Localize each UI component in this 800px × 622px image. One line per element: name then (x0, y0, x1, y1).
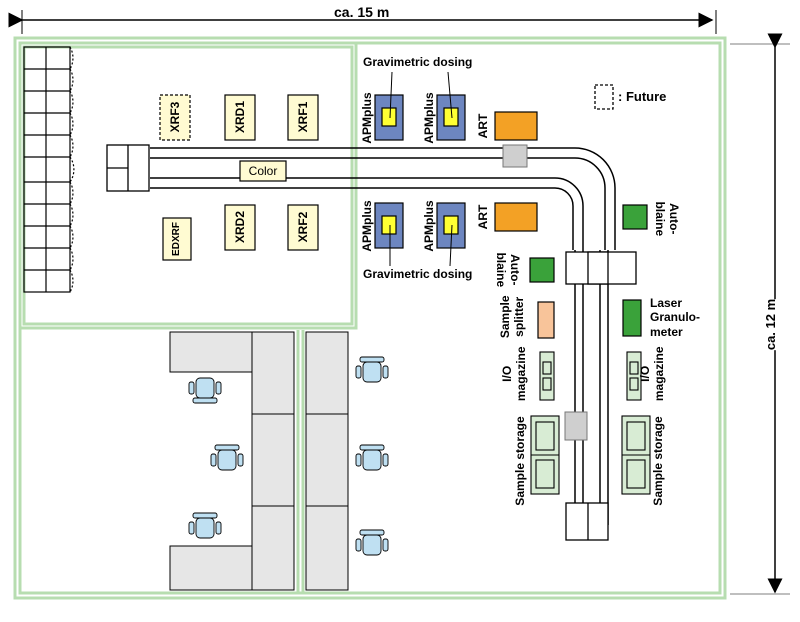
autoblaine-right-label: Auto- blaine (653, 201, 681, 237)
xrf1-label: XRF1 (296, 101, 310, 133)
apm-label-3: APMplus (360, 200, 374, 252)
xrf3-box (159, 94, 191, 141)
xrf2-label: XRF2 (296, 211, 310, 243)
conveyor-robot-top (502, 144, 528, 168)
art-label-bottom: ART (476, 204, 490, 230)
xrd2-label: XRD2 (233, 211, 247, 244)
gravimetric-dosing-bottom-label: Gravimetric dosing (363, 267, 473, 281)
io-magazine-left-label: I/O magazine (500, 346, 528, 402)
art-unit-top (494, 111, 538, 141)
sample-splitter (537, 301, 555, 339)
laser-granulometer-label: Laser Granulo- meter (650, 296, 700, 339)
future-legend-label: : Future (618, 89, 667, 104)
height-dimension-label: ca. 12 m (763, 298, 779, 351)
autoblaine-left (529, 257, 555, 283)
gravimetric-pointers (389, 71, 453, 267)
apm-label-4: APMplus (422, 200, 436, 252)
art-unit-bottom (494, 202, 538, 232)
color-box (239, 160, 287, 182)
gravimetric-dosing-top-label: Gravimetric dosing (363, 55, 473, 69)
conveyor-ends (106, 144, 637, 541)
office-desks (169, 331, 349, 591)
io-magazine-right-label: I/O magazine (638, 346, 666, 402)
conveyor-robot-mid (564, 411, 588, 441)
art-label-top: ART (476, 113, 490, 139)
autoblaine-right (622, 204, 648, 230)
apm-label-1: APMplus (360, 92, 374, 144)
sample-storage-right-label: Sample storage (651, 416, 665, 506)
sample-cabinets (23, 46, 71, 293)
apm-label-2: APMplus (422, 92, 436, 144)
xrd2-box (224, 204, 256, 251)
color-label: Color (248, 164, 278, 178)
xrf1-box (287, 94, 319, 141)
xrf2-box (287, 204, 319, 251)
office-chairs (188, 356, 389, 556)
xrd1-label: XRD1 (233, 101, 247, 134)
sample-storage-left-label: Sample storage (513, 416, 527, 506)
edxrf-label: EDXRF (171, 222, 182, 256)
laser-granulometer (622, 299, 642, 337)
width-dimension-label: ca. 15 m (330, 5, 394, 19)
io-magazine-left (539, 351, 555, 401)
cabinet-doors (69, 46, 75, 293)
edxrf-box (162, 217, 192, 261)
xrd1-box (224, 94, 256, 141)
xrf3-label: XRF3 (168, 101, 182, 133)
conveyor-track (150, 147, 616, 525)
future-legend-swatch (594, 84, 614, 110)
